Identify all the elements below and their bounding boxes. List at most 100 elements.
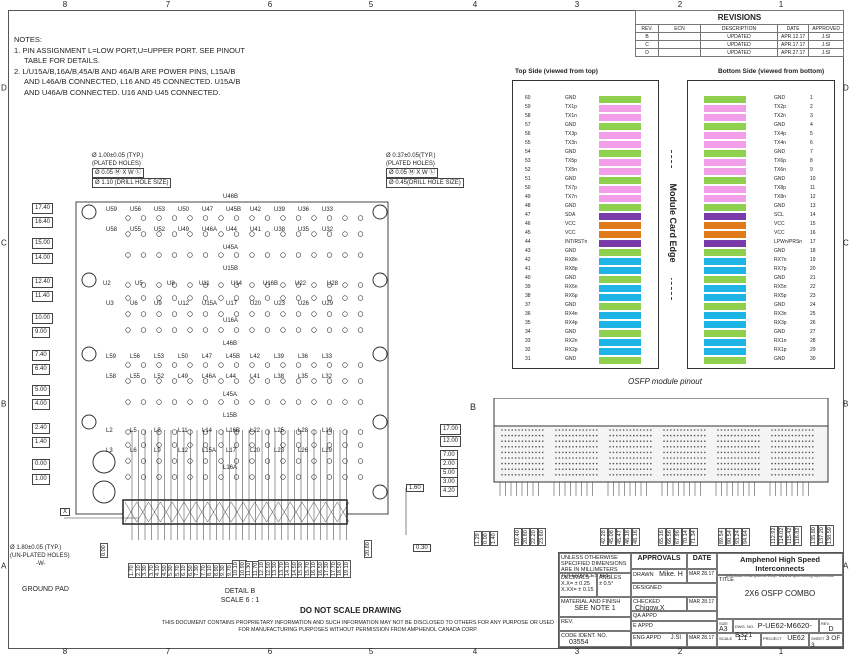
pin-hole [156,327,162,333]
contact-dot [592,434,595,437]
pin-color-bar [704,105,746,112]
y-dimension-label: 17.40 [32,203,54,214]
pin-color-bar [704,150,746,157]
pin-label: U16B [263,281,279,287]
contact-dot [646,468,649,470]
pin-label: L26 [298,448,309,454]
contact-dot [558,446,561,448]
contact-dot [795,429,797,431]
y-dimension-label: 11.40 [32,291,53,302]
side-x-label: 42.28 [600,528,608,546]
contact-dot [622,451,625,454]
contact-dot [751,457,753,459]
zone-top-1: 1 [778,0,784,9]
pin-signal: TX2p [774,104,786,110]
contact-dot [518,429,520,431]
contact-dot [568,457,571,459]
pin-number: 57 [525,122,531,128]
contact-dot [650,474,652,476]
contact-dot [511,434,513,437]
contact-dot [633,462,635,465]
card-edge-label: Module Card Edge [668,168,678,278]
tb-title-label: TITLE [719,577,734,583]
pin-hole [233,362,240,368]
contact-dot [680,451,682,454]
tb-material: MATERIAL AND FINISH SEE NOTE 1 [559,597,631,617]
tb-eng-label: ENG APPD [633,635,662,641]
contact-dot [514,446,517,448]
pin-hole [249,252,255,258]
contact-dot [562,434,564,437]
contact-dot [801,429,804,431]
contact-dot [633,434,635,437]
pin-signal: TX6p [774,158,786,164]
contact-dot [585,434,588,437]
contact-dot [535,468,537,470]
pin-number: 24 [810,302,816,308]
pin-signal: GND [774,248,786,254]
pin-hole [140,378,147,384]
notes-title: NOTES: [14,35,42,44]
contact-dot [771,446,773,448]
contact-dot [622,434,625,437]
contact-dot [697,429,699,431]
tb-date: DATE [687,553,717,569]
contact-dot [643,462,645,465]
zone-bottom-7: 7 [165,647,171,656]
contact-dot [720,457,723,459]
pin-label: L17 [226,448,237,454]
pin-hole [264,252,271,258]
pin-hole [342,362,348,368]
pin-hole [311,327,317,333]
contact-dot [666,462,669,465]
pin-hole [218,295,224,301]
contact-dot [795,434,797,437]
pin-signal: GND [565,149,577,155]
pin-hole [202,362,209,368]
dim-line-2: (PLATED HOLES) [386,161,435,167]
pin-label: U12 [178,301,190,307]
pin-hole [342,442,348,448]
contact-dot [751,468,753,470]
contact-dot [609,457,611,459]
pin-hole [125,458,131,464]
contact-dot [542,429,544,431]
contact-dot [805,429,807,431]
pin-hole [264,399,271,405]
contact-dot [565,451,567,454]
pin-color-bar [599,249,641,256]
contact-dot [754,434,757,437]
pin-hole [125,252,131,258]
contact-dot [666,474,669,476]
contact-dot [629,446,632,448]
pin-signal: GND [565,95,577,101]
contact-dot [781,446,783,448]
pin-color-bar [704,303,746,310]
pin-label: L52 [154,374,165,380]
contact-dot [558,434,561,437]
contact-dot [700,462,703,465]
pin-hole [326,474,333,480]
contact-dot [795,462,797,465]
contact-dot [812,434,814,437]
pin-hole [249,474,255,480]
contact-dot [511,446,513,448]
contact-dot [798,457,800,459]
contact-dot [589,462,591,465]
contact-dot [501,474,503,476]
tb-title: TITLE 2X6 OSFP COMBO [717,575,843,619]
pin-hole [156,295,162,301]
pin-hole [202,231,209,237]
contact-dot [575,434,578,437]
zone-right-d: D [843,83,849,93]
contact-dot [650,434,652,437]
tb-checked: CHECKED Chigow.X [631,597,687,612]
